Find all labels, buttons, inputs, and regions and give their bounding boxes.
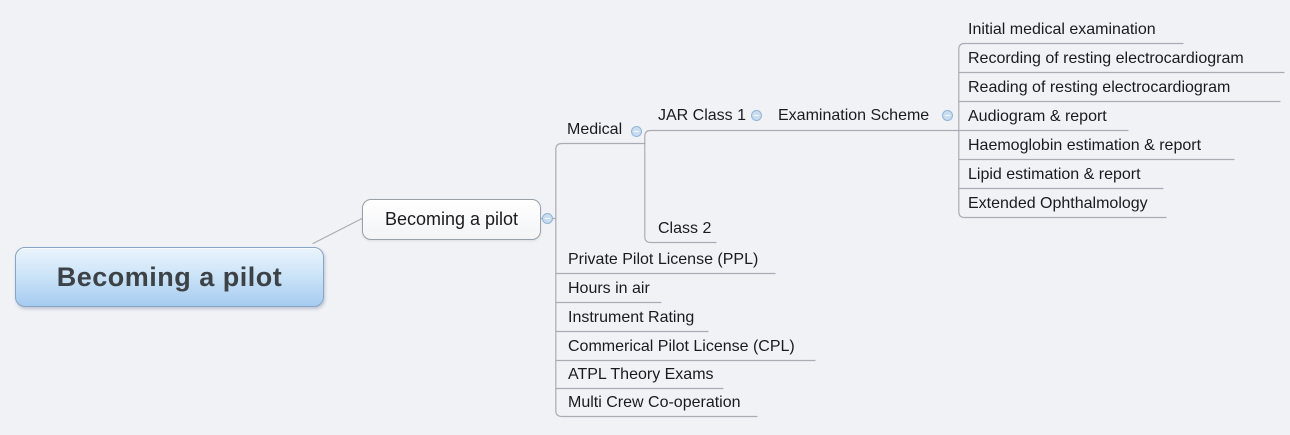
topic-medical[interactable]: Medical xyxy=(567,121,623,138)
topic-lipid-estimation[interactable]: Lipid estimation & report xyxy=(968,166,1141,183)
topic-commercial-pilot-license[interactable]: Commerical Pilot License (CPL) xyxy=(568,338,795,355)
topic-haemoglobin-estimation[interactable]: Haemoglobin estimation & report xyxy=(968,137,1202,154)
collapse-handle-medical[interactable] xyxy=(631,126,642,137)
topic-jar-class-1[interactable]: JAR Class 1 xyxy=(658,107,747,124)
topic-reading-resting-ecg[interactable]: Reading of resting electrocardiogram xyxy=(968,79,1231,96)
topic-multi-crew-cooperation[interactable]: Multi Crew Co-operation xyxy=(568,394,741,411)
main-topic[interactable]: Becoming a pilot xyxy=(362,199,541,240)
topic-instrument-rating[interactable]: Instrument Rating xyxy=(568,309,695,326)
topic-initial-medical-examination[interactable]: Initial medical examination xyxy=(968,21,1156,38)
topic-atpl-theory-exams[interactable]: ATPL Theory Exams xyxy=(568,366,714,383)
topic-private-pilot-license[interactable]: Private Pilot License (PPL) xyxy=(568,251,759,268)
collapse-handle-examination-scheme[interactable] xyxy=(942,110,953,121)
exam-trunk-line xyxy=(958,42,1184,219)
topic-recording-resting-ecg[interactable]: Recording of resting electrocardiogram xyxy=(968,50,1244,67)
topic-extended-ophthalmology[interactable]: Extended Ophthalmology xyxy=(968,195,1148,212)
topic-hours-in-air[interactable]: Hours in air xyxy=(568,280,650,297)
main-topic-label: Becoming a pilot xyxy=(384,209,519,229)
root-connector-line xyxy=(312,217,363,245)
root-topic-label: Becoming a pilot xyxy=(56,261,283,292)
main-trunk-line xyxy=(555,142,758,418)
topic-class-2[interactable]: Class 2 xyxy=(658,220,712,237)
medical-sub-trunk-line xyxy=(644,129,776,244)
topic-audiogram-report[interactable]: Audiogram & report xyxy=(968,108,1107,125)
root-topic[interactable]: Becoming a pilot xyxy=(15,247,324,307)
collapse-handle-jar-class-1[interactable] xyxy=(751,110,762,121)
collapse-handle-main-topic[interactable] xyxy=(542,213,553,224)
topic-examination-scheme[interactable]: Examination Scheme xyxy=(778,107,930,124)
